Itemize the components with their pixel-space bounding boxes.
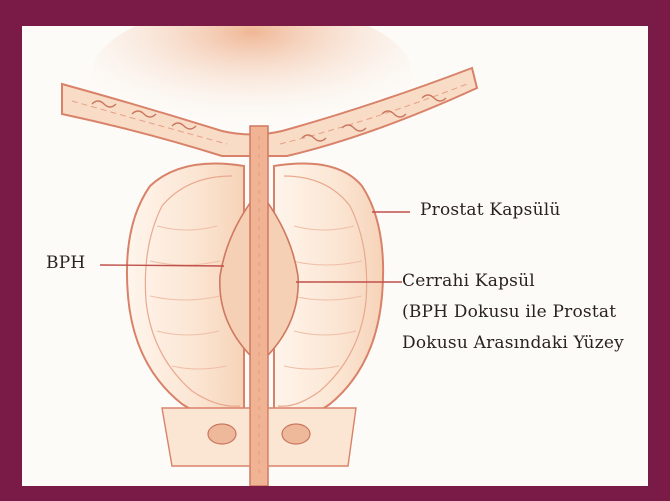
bph-leader <box>100 265 224 266</box>
illustration-panel: Prostat Kapsülü BPH Cerrahi Kapsül (BPH … <box>22 26 648 486</box>
bph-label: BPH <box>46 253 85 273</box>
surgical-capsule-label-line3: Dokusu Arasındaki Yüzey <box>402 333 624 353</box>
surgical-capsule-label-line1: Cerrahi Kapsül <box>402 271 535 291</box>
prostate-illustration <box>22 26 648 486</box>
urethra <box>250 126 268 486</box>
surgical-capsule-label-line2: (BPH Dokusu ile Prostat <box>402 302 616 322</box>
prostate-capsule-label: Prostat Kapsülü <box>420 200 561 220</box>
